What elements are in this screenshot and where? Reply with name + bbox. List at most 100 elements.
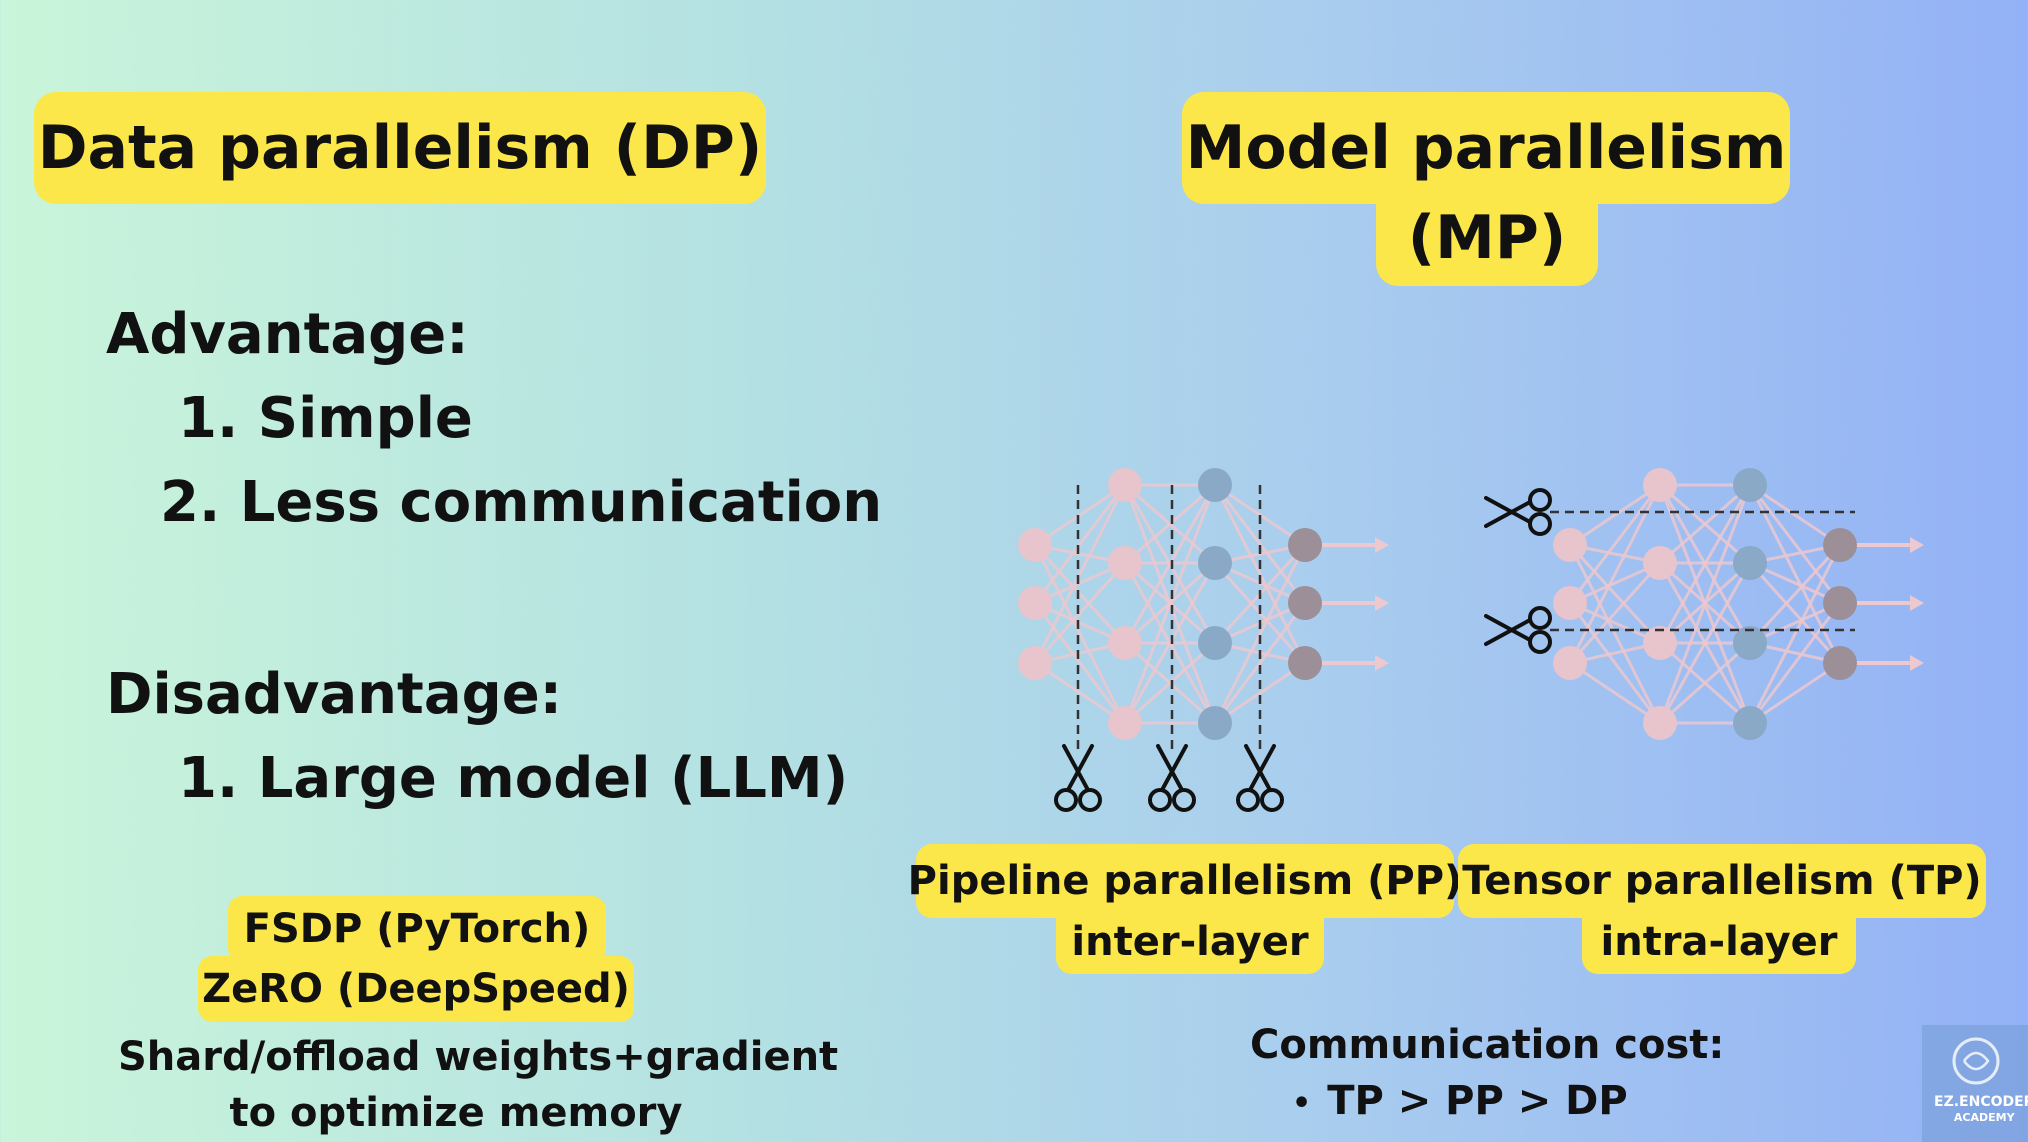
arrow-head — [1375, 595, 1389, 611]
disadvantage-item: 1. Large model (LLM) — [178, 746, 849, 811]
neuron-node — [1733, 706, 1767, 740]
brand-logo-line1: EZ.ENCODER — [1934, 1094, 2028, 1110]
neuron-node — [1643, 626, 1677, 660]
neuron-node — [1553, 646, 1587, 680]
neuron-node — [1198, 706, 1232, 740]
edge — [1569, 483, 1661, 547]
neuron-node — [1198, 546, 1232, 580]
neuron-node — [1018, 646, 1052, 680]
dp-title-text: Data parallelism (DP) — [37, 113, 763, 183]
neuron-node — [1108, 626, 1142, 660]
brand-logo — [1922, 1025, 2028, 1142]
edge — [1569, 661, 1661, 725]
neuron-node — [1108, 546, 1142, 580]
edge — [1213, 602, 1307, 724]
tp-label-line1-text: Tensor parallelism (TP) — [1462, 858, 1982, 904]
edge — [1213, 484, 1307, 604]
neuron-node — [1823, 528, 1857, 562]
edge — [1123, 484, 1217, 724]
neuron-node — [1288, 646, 1322, 680]
pp-nodes — [1018, 468, 1322, 740]
edge — [1034, 483, 1126, 547]
neuron-node — [1733, 626, 1767, 660]
tp-cut-lines — [1484, 488, 1855, 654]
neuron-node — [1198, 468, 1232, 502]
edge — [1568, 543, 1662, 645]
dp-title: Data parallelism (DP) — [34, 92, 766, 204]
neuron-node — [1288, 528, 1322, 562]
comm-cost-heading: Communication cost: — [1250, 1022, 1725, 1068]
neuron-node — [1553, 528, 1587, 562]
fsdp-label: FSDP (PyTorch) — [228, 896, 606, 962]
disadvantage-heading: Disadvantage: — [106, 662, 563, 727]
edge — [1214, 661, 1306, 725]
edge — [1749, 483, 1841, 547]
dp-note-line: Shard/offload weights+gradient — [118, 1034, 839, 1080]
tp-label-line1: Tensor parallelism (TP) — [1458, 844, 1986, 918]
fsdp-label-text: FSDP (PyTorch) — [243, 906, 591, 952]
bullet-icon: • — [1292, 1085, 1312, 1121]
edge — [1213, 544, 1307, 724]
mp-title-line1: Model parallelism — [1182, 92, 1790, 204]
edge — [1034, 661, 1126, 725]
arrow-head — [1375, 537, 1389, 553]
arrow-head — [1910, 595, 1924, 611]
advantage-item: 2. Less communication — [160, 470, 883, 535]
arrow-head — [1910, 655, 1924, 671]
scissors-icon — [1484, 606, 1552, 654]
tp-label-line2-text: intra-layer — [1600, 919, 1838, 965]
arrow-head — [1375, 655, 1389, 671]
tp-nodes — [1553, 468, 1857, 740]
pp-network-diagram — [1018, 468, 1389, 812]
scissors-icon — [1148, 744, 1196, 812]
edge — [1659, 641, 1751, 725]
edge — [1213, 484, 1307, 664]
edge — [1033, 543, 1127, 645]
edge — [1568, 484, 1662, 664]
pp-label-line2-text: inter-layer — [1071, 919, 1309, 965]
edge — [1748, 561, 1842, 665]
scissors-icon — [1054, 744, 1102, 812]
neuron-node — [1643, 706, 1677, 740]
edge — [1033, 484, 1127, 604]
edge — [1658, 484, 1752, 724]
neuron-node — [1733, 468, 1767, 502]
dp-note-line: to optimize memory — [229, 1090, 683, 1136]
tp-edges — [1568, 483, 1924, 725]
neuron-node — [1018, 586, 1052, 620]
pp-label-line1-text: Pipeline parallelism (PP) — [907, 858, 1463, 904]
pp-label-line1: Pipeline parallelism (PP) — [908, 844, 1462, 918]
edge — [1033, 561, 1127, 665]
neuron-node — [1553, 586, 1587, 620]
edge — [1123, 484, 1217, 644]
edge — [1748, 543, 1842, 645]
edge — [1659, 483, 1751, 565]
scissors-icon — [1236, 744, 1284, 812]
edge — [1568, 544, 1662, 724]
zero-label: ZeRO (DeepSpeed) — [198, 956, 634, 1022]
pp-edges — [1033, 483, 1389, 725]
comm-cost-text: TP > PP > DP — [1327, 1078, 1628, 1124]
edge — [1749, 661, 1841, 725]
edge — [1033, 544, 1127, 724]
comm-cost-item: • TP > PP > DP — [1292, 1078, 1628, 1124]
edge — [1124, 641, 1216, 725]
advantage-heading: Advantage: — [106, 302, 469, 367]
neuron-node — [1108, 468, 1142, 502]
mp-title-line1-text: Model parallelism — [1185, 113, 1787, 183]
tp-network-diagram — [1484, 468, 1924, 740]
edge — [1658, 562, 1752, 724]
edge — [1568, 561, 1662, 665]
neuron-node — [1733, 546, 1767, 580]
mp-title-line2-text: (MP) — [1407, 203, 1567, 273]
edge — [1748, 484, 1842, 664]
mp-title-line2: (MP) — [1376, 190, 1598, 286]
neuron-node — [1643, 546, 1677, 580]
neuron-node — [1198, 626, 1232, 660]
edge — [1748, 484, 1842, 604]
edge — [1748, 544, 1842, 724]
zero-label-text: ZeRO (DeepSpeed) — [202, 966, 630, 1012]
pp-cut-lines — [1054, 485, 1284, 812]
brand-logo-line2: ACADEMY — [1953, 1111, 2015, 1124]
neuron-node — [1643, 468, 1677, 502]
